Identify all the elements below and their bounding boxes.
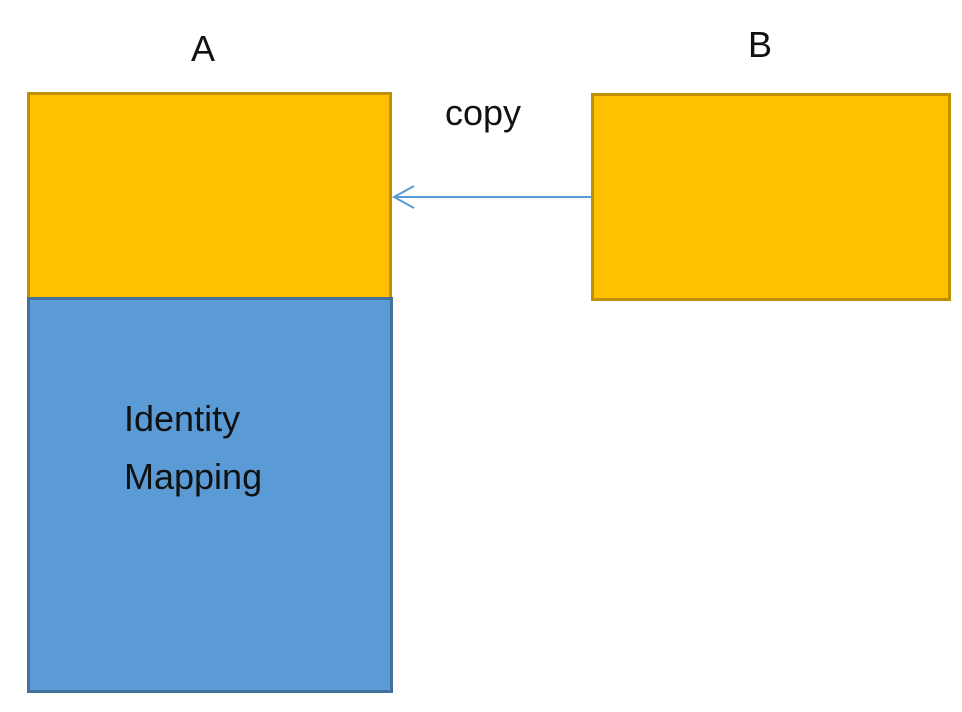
label-b: B [748,24,773,65]
identity-mapping-text: Identity Mapping [124,390,262,506]
block-a-copied-region [27,92,392,300]
label-a: A [191,28,216,69]
copy-label: copy [445,92,522,133]
block-b [591,93,951,301]
block-a-identity-mapping-region [27,297,393,693]
copy-arrow-head [391,185,415,209]
identity-line-2: Mapping [124,456,263,497]
identity-line-1: Identity [124,398,241,439]
